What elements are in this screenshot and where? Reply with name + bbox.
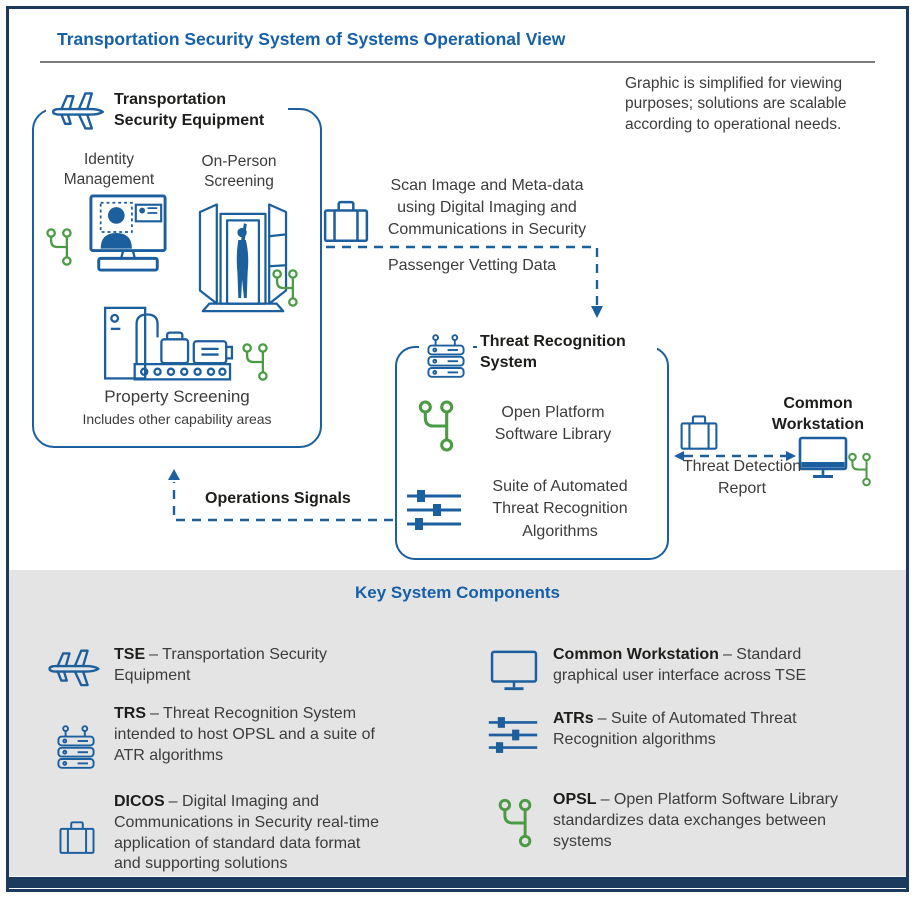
airplane-icon: [45, 644, 103, 690]
opsl-label: Open Platform Software Library: [494, 404, 612, 444]
key-components-section: [9, 570, 906, 876]
server-icon: [52, 720, 100, 774]
legend-term: TRS: [114, 705, 146, 722]
property-screening-subtext: Includes other capability areas: [82, 411, 272, 427]
briefcase-icon: [58, 818, 96, 858]
legend-term: TSE: [114, 646, 146, 663]
legend-desc: – Standard graphical user interface acro…: [553, 646, 807, 684]
monitor-icon: [490, 650, 538, 692]
passenger-vetting-label: Passenger Vetting Data: [387, 257, 557, 274]
legend-desc: – Open Platform Software Library standar…: [553, 791, 838, 850]
opsl-branch-icon: [271, 267, 299, 309]
legend-item-opsl: OPSL– Open Platform Software Library sta…: [553, 790, 853, 852]
opsl-branch-icon: [45, 226, 73, 268]
server-icon: [419, 326, 473, 386]
property-screening-label: Property Screening: [104, 387, 250, 406]
tse-box-title: Transportation Security Equipment: [110, 88, 288, 134]
legend-term: OPSL: [553, 791, 597, 808]
legend-desc: – Transportation Security Equipment: [114, 646, 327, 684]
on-person-screening-label: On-Person Screening: [201, 153, 277, 190]
property-screening-icon: [100, 305, 238, 387]
opsl-branch-icon: [241, 341, 269, 383]
dicos-briefcase-icon: [322, 197, 370, 247]
legend-desc: – Digital Imaging and Communications in …: [114, 793, 379, 873]
monitor-icon: [798, 436, 848, 480]
atr-suite-label: Suite of Automated Threat Recognition Al…: [492, 478, 628, 540]
legend-desc: – Threat Recognition System intended to …: [114, 705, 375, 764]
scan-flow-label: Scan Image and Meta-data using Digital I…: [387, 177, 587, 238]
legend-item-atrs: ATRs– Suite of Automated Threat Recognit…: [553, 709, 838, 751]
body-scanner-icon: [190, 197, 296, 313]
page-title: Transportation Security System of System…: [57, 29, 566, 49]
common-workstation-title: Common Workstation: [771, 395, 865, 433]
trs-box-title: Threat Recognition System: [477, 331, 657, 375]
title-divider: [40, 61, 875, 63]
key-components-title: Key System Components: [355, 583, 560, 602]
operations-signals-label: Operations Signals: [205, 490, 351, 507]
branch-icon: [497, 795, 533, 851]
legend-term: ATRs: [553, 710, 594, 727]
opsl-branch-icon: [417, 397, 455, 455]
identity-management-icon: [78, 194, 178, 274]
identity-management-label: Identity Management: [63, 151, 155, 188]
legend-desc: – Suite of Automated Threat Recognition …: [553, 710, 797, 748]
airplane-icon: [46, 85, 110, 135]
legend-item-common-workstation: Common Workstation– Standard graphical u…: [553, 645, 853, 687]
sliders-icon: [404, 486, 464, 534]
disclaimer-note: Graphic is simplified for viewing purpos…: [625, 75, 847, 133]
legend-item-tse: TSE– Transportation Security Equipment: [114, 645, 376, 687]
legend-term: DICOS: [114, 793, 165, 810]
footer-bar: [9, 877, 906, 888]
legend-item-trs: TRS– Threat Recognition System intended …: [114, 704, 380, 766]
legend-item-dicos: DICOS– Digital Imaging and Communication…: [114, 792, 380, 875]
threat-detection-report-label: Threat Detection Report: [682, 458, 802, 497]
legend-term: Common Workstation: [553, 646, 719, 663]
opsl-branch-icon: [847, 450, 872, 489]
page-border: [6, 6, 909, 892]
sliders-icon: [487, 713, 539, 757]
dicos-briefcase-icon: [679, 412, 719, 454]
